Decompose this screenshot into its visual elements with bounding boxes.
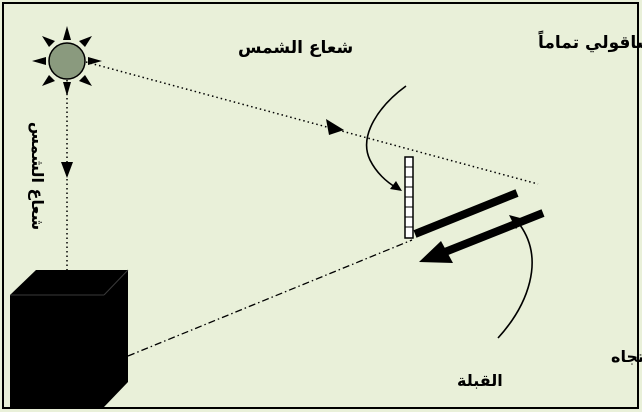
- sun-ray-label: شعاع الشمس: [238, 38, 353, 58]
- slanted-sun-ray: [85, 61, 539, 185]
- gnomon-shadow: [413, 189, 519, 238]
- shadow-label-line1: ظل الشاخص على الأرض وهو اتجاه: [611, 347, 642, 366]
- vertical-ray-arrow: [61, 162, 73, 178]
- kaaba-cube: [10, 269, 129, 407]
- gnomon-label: شاخص شاقولي تماماً: [538, 29, 642, 53]
- kaaba-to-gnomon-line: [127, 239, 413, 357]
- slanted-ray-arrow: [326, 119, 344, 135]
- shadow-label-line2: القبلة: [457, 371, 503, 390]
- shadow-pointer-head: [509, 215, 524, 229]
- gnomon-pointer-head: [390, 181, 402, 191]
- vertical-sun-ray-label: شعاع الشمس: [28, 122, 47, 230]
- gnomon-pointer: [365, 85, 407, 189]
- gnomon-ruler: [404, 156, 414, 239]
- qibla-direction-arrow: [419, 209, 545, 263]
- shadow-pointer: [497, 224, 533, 339]
